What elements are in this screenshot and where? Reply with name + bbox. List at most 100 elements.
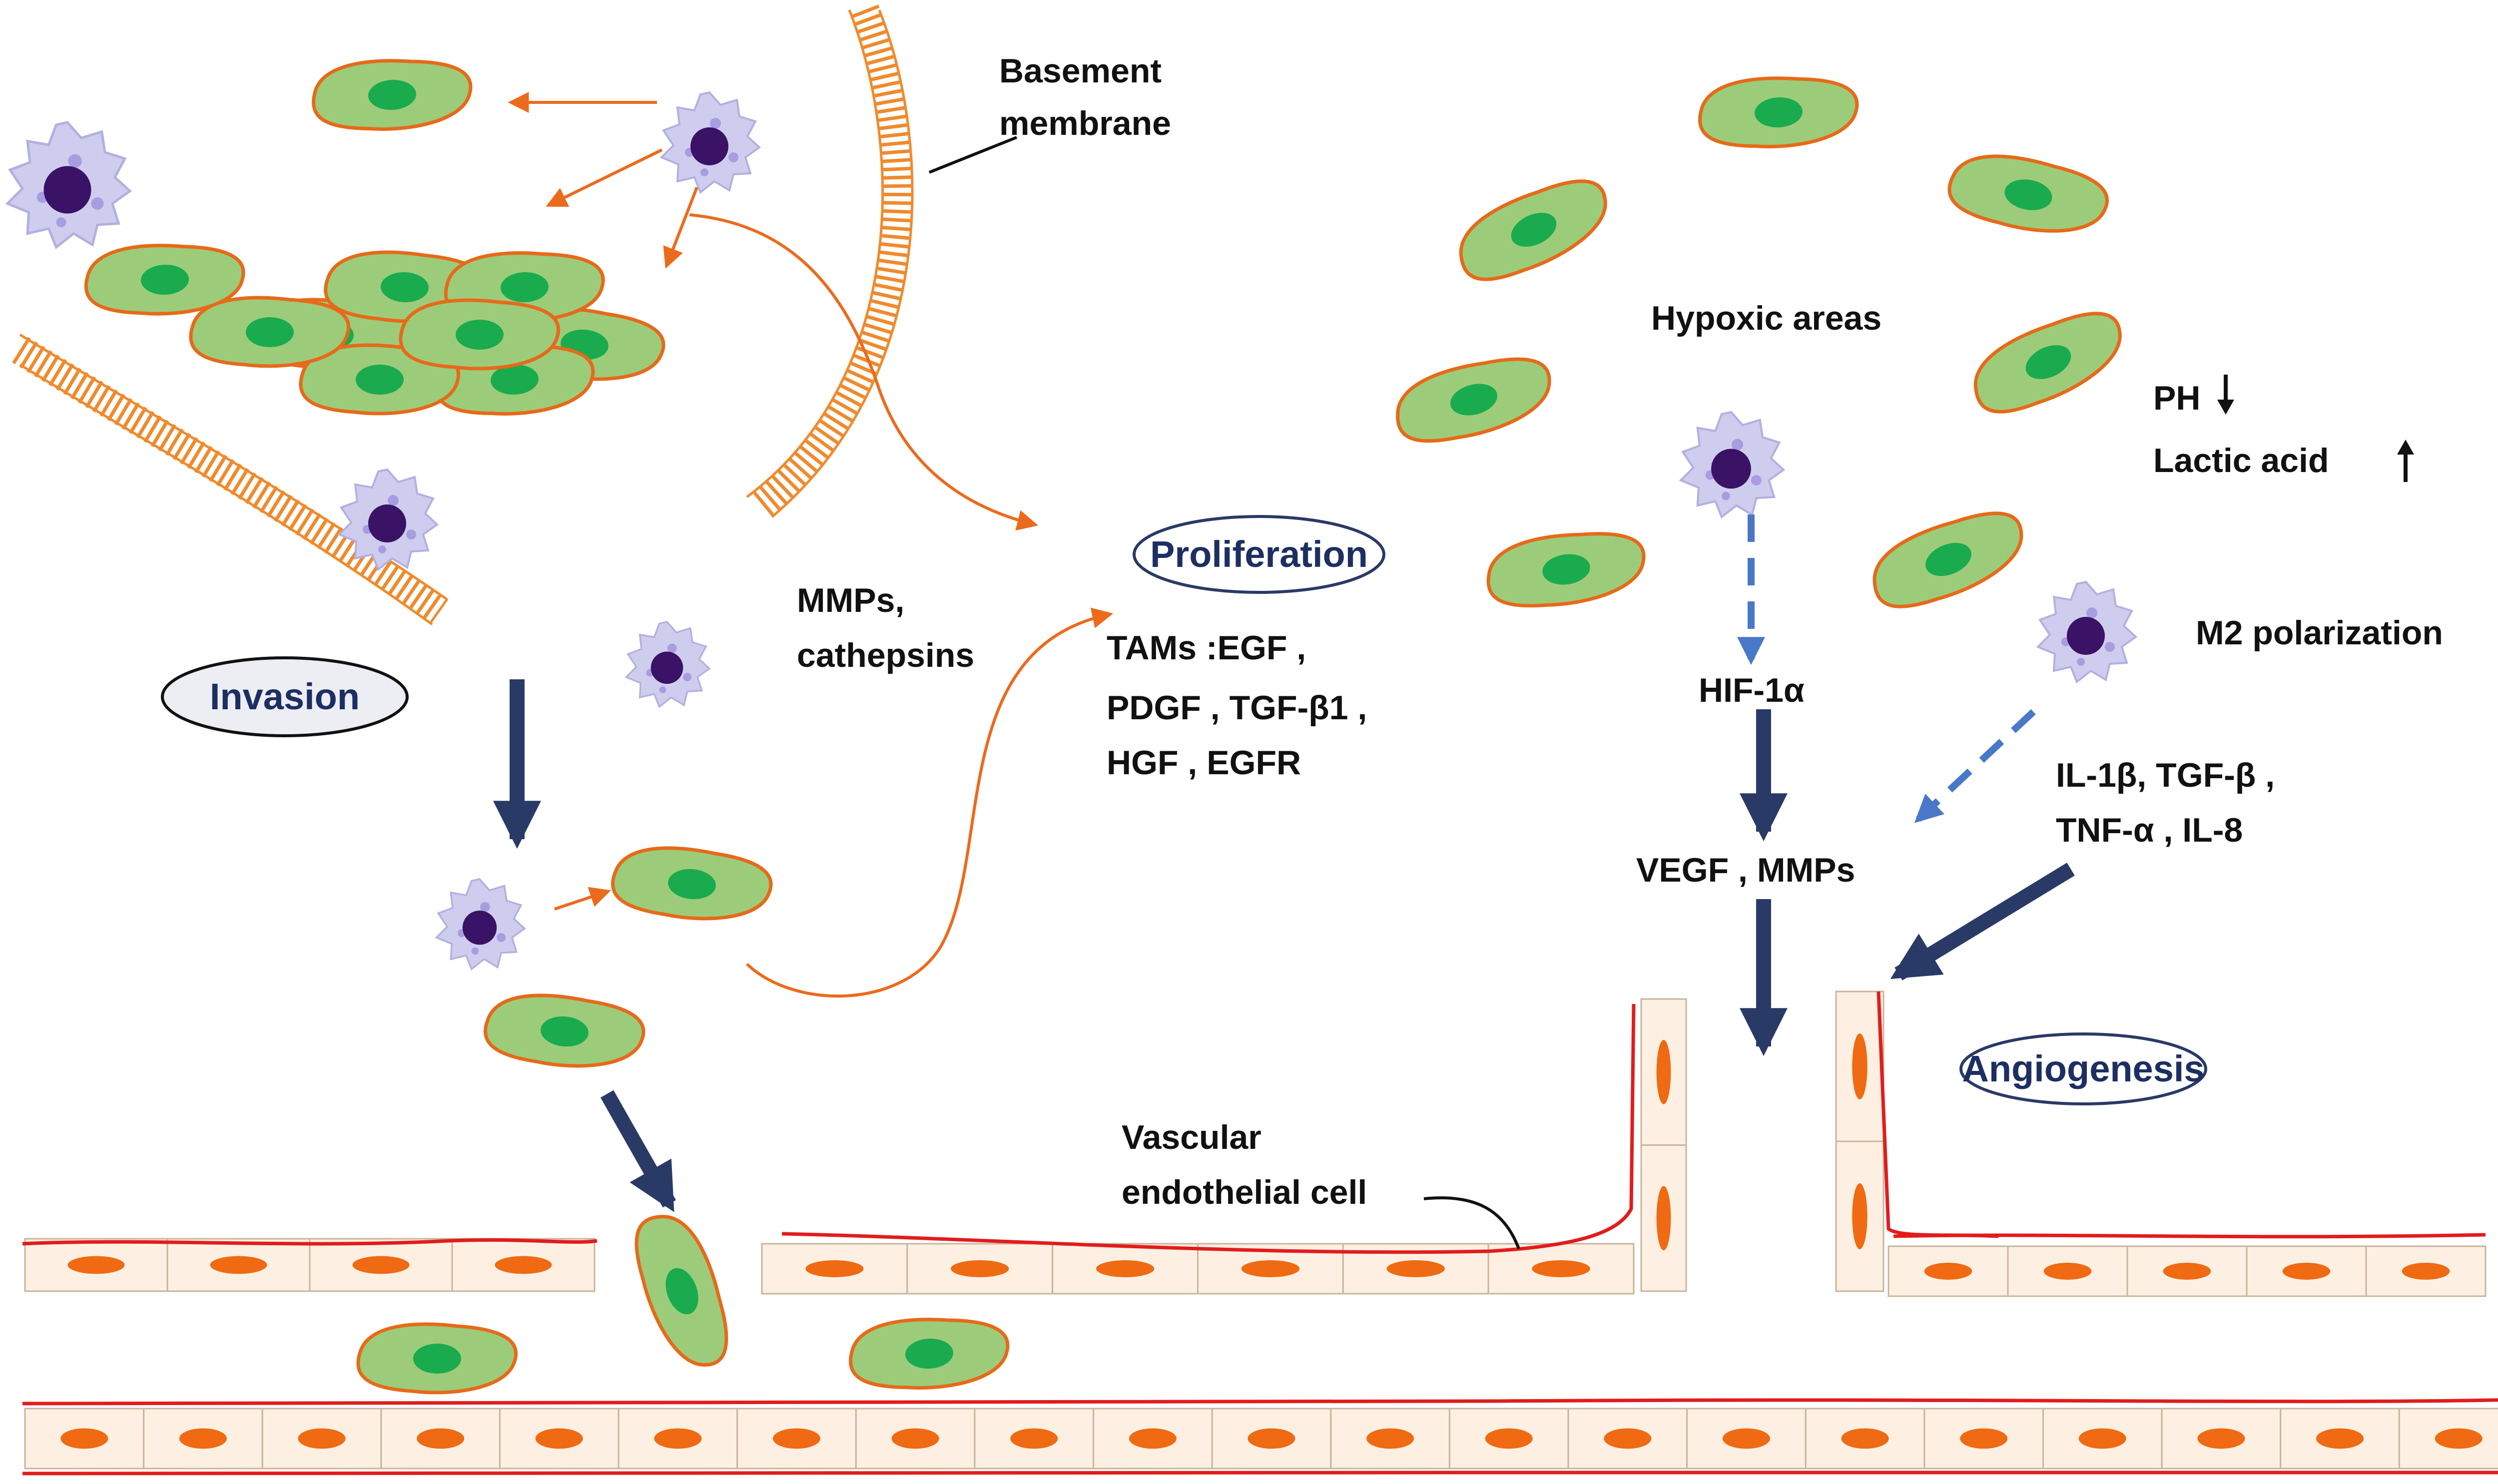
basement-membrane-upper-edge-b [771, 9, 914, 518]
vessel-wall [781, 1003, 1636, 1254]
endothelial-nucleus [2316, 1428, 2364, 1449]
m2-polarization-label: M2 polarization [2196, 614, 2443, 652]
endothelial-nucleus [179, 1428, 227, 1449]
endothelial-nucleus [1485, 1428, 1533, 1449]
basement-membrane-lower [12, 337, 449, 624]
angiogenesis-label: Angiogenesis [1962, 1048, 2204, 1089]
tumor-cell [1873, 511, 2023, 608]
endothelial-nucleus [1841, 1428, 1889, 1449]
dark-arrow-intravasation [600, 1090, 676, 1212]
basement-membrane-upper-edge-a [746, 9, 884, 498]
tumor-cell [189, 296, 351, 368]
endothelial-nucleus [417, 1428, 465, 1449]
endothelial-nucleus [891, 1428, 939, 1449]
vessel-wall [1893, 1233, 2486, 1239]
endothelial-cell [24, 1238, 168, 1292]
endothelial-nucleus [352, 1256, 410, 1274]
endothelial-nucleus [2402, 1263, 2450, 1280]
invasion-label: Invasion [210, 676, 360, 717]
orange-arrow-to-tams [745, 607, 1114, 998]
endothelial-nucleus [495, 1256, 552, 1274]
tumor-cell [1947, 154, 2109, 233]
orange-arrow [546, 148, 663, 207]
macrophages [5, 91, 2138, 971]
tumor-cells [84, 59, 2122, 1395]
endothelial-nucleus [805, 1260, 864, 1277]
endothelial-cell [1640, 1144, 1687, 1292]
proliferation-label: Proliferation [1150, 533, 1368, 575]
tumor-cell [356, 1322, 518, 1395]
tumor-cell [1459, 179, 1607, 281]
tumor-cell [84, 243, 245, 316]
orange-arrow-to-proliferation [689, 213, 1039, 531]
endothelial-nucleus [1241, 1260, 1300, 1277]
vessel-wall [22, 1238, 598, 1246]
vessel-wall [22, 1398, 2498, 1406]
endothelial-nucleus [535, 1428, 583, 1449]
endothelial-nucleus [2282, 1263, 2331, 1280]
vascular-endothelial-cell-label: Vascular endothelial cell [1122, 1118, 1367, 1211]
endothelial-cell [451, 1238, 596, 1292]
cytokines-label: IL-1β, TGF-β , TNF-α , IL-8 [2056, 756, 2284, 849]
endothelial-nucleus [67, 1256, 125, 1274]
endothelial-nucleus [773, 1428, 821, 1449]
macrophage [435, 878, 526, 971]
lactic-acid-label: Lactic acid [2153, 442, 2329, 480]
tumor-cell [484, 993, 645, 1068]
blood-vessels [22, 990, 2498, 1476]
macrophage [2036, 580, 2138, 684]
endothelial-nucleus [2197, 1428, 2245, 1449]
endothelial-nucleus [298, 1428, 346, 1449]
endothelial-nucleus [1924, 1263, 1972, 1280]
basement-membrane-lower-edge-b [19, 363, 433, 626]
orange-arrow [663, 186, 698, 269]
endothelial-nucleus [2435, 1428, 2483, 1449]
macrophage [337, 468, 439, 571]
tams-factors-label: TAMs :EGF , PDGF , TGF-β1 , HGF , EGFR [1107, 629, 1376, 782]
endothelial-nucleus [2163, 1263, 2211, 1280]
endothelial-nucleus [1386, 1260, 1445, 1277]
arrow-down-icon [2217, 375, 2234, 415]
vegf-mmps-label: VEGF , MMPs [1636, 851, 1855, 889]
endothelial-nucleus [1852, 1183, 1868, 1249]
endothelial-nucleus [210, 1256, 267, 1274]
tumor-cell [399, 298, 561, 371]
hypoxic-areas-label: Hypoxic areas [1651, 299, 1881, 337]
endothelial-nucleus [1248, 1428, 1295, 1449]
endothelial-nucleus [1656, 1186, 1671, 1251]
mmps-cathepsins-label: MMPs, cathepsins [797, 581, 974, 674]
endothelial-nucleus [1722, 1428, 1770, 1449]
macrophage [5, 121, 132, 250]
tumor-cell [312, 59, 473, 131]
macrophage [659, 91, 761, 194]
macrophage [624, 621, 711, 708]
endothelial-nucleus [2043, 1263, 2092, 1280]
endothelial-nucleus [1532, 1260, 1590, 1277]
basement-membrane-pointer [928, 136, 1018, 174]
vessel-wall [22, 1470, 2498, 1476]
endothelial-nucleus [1656, 1039, 1671, 1104]
tumor-cell [1698, 76, 1859, 148]
endothelial-nucleus [1852, 1033, 1868, 1099]
dashed-arrow-m2 [1914, 709, 2036, 823]
orange-arrow [554, 887, 611, 911]
endothelial-nucleus [60, 1428, 108, 1449]
endothelial-cell [1923, 1408, 2044, 1470]
tumor-cell [1396, 357, 1551, 443]
endothelial-nucleus [654, 1428, 702, 1449]
vessel-wall [1876, 991, 1999, 1238]
basement-membrane-label: Basement membrane [999, 52, 1171, 142]
tumor-cell [634, 1215, 728, 1367]
tumor-cell [1486, 532, 1646, 608]
proliferation-pill: Proliferation [1133, 515, 1385, 594]
arrow-up-icon [2397, 440, 2414, 482]
endothelial-nucleus [951, 1260, 1009, 1277]
tumor-cell [849, 1318, 1010, 1390]
endothelial-nucleus [1366, 1428, 1414, 1449]
ph-label: PH [2153, 379, 2200, 417]
endothelial-nucleus [1604, 1428, 1652, 1449]
macrophage [1679, 411, 1786, 519]
dark-arrow-cytokines [1890, 863, 2075, 981]
endothelial-nucleus [1129, 1428, 1177, 1449]
